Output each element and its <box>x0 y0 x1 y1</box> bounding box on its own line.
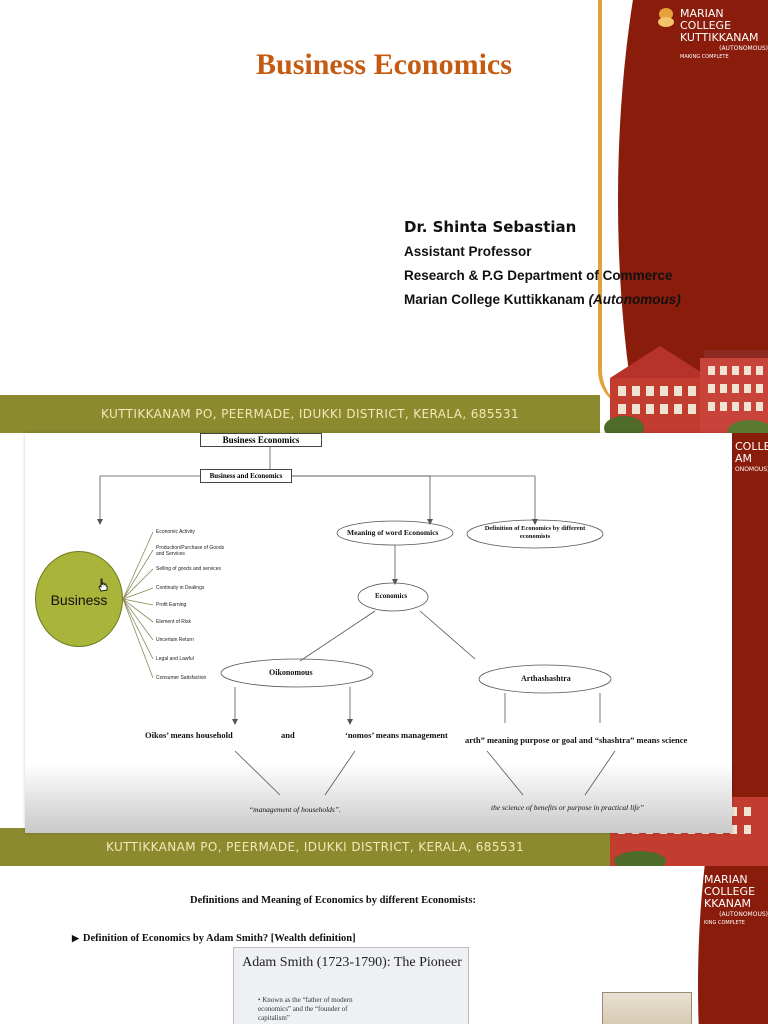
author-name: Dr. Shinta Sebastian <box>404 218 577 236</box>
science-text: the science of benefits or purpose in pr… <box>491 803 644 812</box>
logo3-line1: MARIAN COLLEGE <box>704 873 756 898</box>
business-item-9: Consumer Satisfaction <box>156 675 207 681</box>
author-college: Marian College Kuttikkanam (Autonomous) <box>404 292 681 307</box>
maroon-side-band-3 <box>698 866 768 1024</box>
college-building-image <box>604 346 768 433</box>
card-title: Adam Smith (1723-1790): The Pioneer <box>242 955 462 970</box>
business-item-1: Economic Activity <box>156 529 195 535</box>
bullet-triangle-icon: ▶ <box>72 933 79 943</box>
author-dept: Research & P.G Department of Commerce <box>404 268 673 283</box>
author-role: Assistant Professor <box>404 244 532 259</box>
business-item-4: Continuity in Dealings <box>156 585 205 591</box>
address-footer: KUTTIKKANAM PO, PEERMADE, IDUKKI DISTRIC… <box>0 395 600 433</box>
author-college-name: Marian College Kuttikkanam <box>404 292 585 307</box>
gold-curve <box>598 0 638 410</box>
college-logo-3: MARIAN COLLEGE KKANAM (AUTONOMOUS) KING … <box>704 874 768 928</box>
logo-line1: MARIAN COLLEGE <box>680 7 732 32</box>
college-logo-icon <box>657 6 675 28</box>
adam-smith-bullet: ▶Definition of Economics by Adam Smith? … <box>72 933 356 944</box>
adam-smith-card: Adam Smith (1723-1790): The Pioneer • Kn… <box>233 947 692 1024</box>
diagram-connectors <box>97 447 616 796</box>
logo-line3: (AUTONOMOUS) <box>719 45 768 52</box>
business-and-economics-box: Business and Economics <box>200 469 292 483</box>
management-text: “management of households”. <box>249 805 341 814</box>
business-item-8: Legal and Lawful <box>156 656 194 662</box>
logo3-line4: KING COMPLETE <box>704 920 745 926</box>
arthashastra-oval-label: Arthashashtra <box>521 674 571 683</box>
meaning-oval-label: Meaning of word Economics <box>347 528 439 537</box>
oikonomous-oval-label: Oikonomous <box>269 668 313 677</box>
business-circle: Business <box>35 551 123 647</box>
logo3-line2: KKANAM <box>704 897 752 910</box>
title-slide: MARIAN COLLEGE KUTTIKKANAM (AUTONOMOUS) … <box>0 0 768 433</box>
hand-cursor-icon <box>98 578 108 592</box>
business-economics-box: Business Economics <box>200 433 322 447</box>
business-item-3: Selling of goods and services <box>156 566 222 572</box>
economics-oval-label: Economics <box>375 592 408 600</box>
logo2-line3: ONOMOUS) <box>735 466 768 473</box>
business-item-6: Element of Risk <box>156 619 192 625</box>
logo2-line1: COLLEGE <box>735 440 768 453</box>
oikos-text: Oikos’ means household <box>145 730 233 740</box>
logo-line4: MAKING COMPLETE <box>680 54 729 60</box>
logo2-line2: AM <box>735 452 753 465</box>
college-logo: MARIAN COLLEGE KUTTIKKANAM (AUTONOMOUS) … <box>680 8 768 62</box>
diagram-fade <box>25 763 732 833</box>
arth-text: arth” meaning purpose or goal and “shash… <box>465 735 688 745</box>
college-logo-2: COLLEGE AM ONOMOUS) <box>735 441 768 474</box>
definitions-title: Definitions and Meaning of Economics by … <box>190 895 476 906</box>
author-block: Dr. Shinta Sebastian Assistant Professor… <box>404 218 681 316</box>
business-item-2: Production/Purchase of Goods and Service… <box>156 545 225 557</box>
concept-map-diagram: Business Economics Business and Economic… <box>25 433 732 833</box>
address-footer-2: KUTTIKKANAM PO, PEERMADE, IDUKKI DISTRIC… <box>0 828 610 866</box>
logo3-line3: (AUTONOMOUS) <box>719 911 768 918</box>
logo-line2: KUTTIKKANAM <box>680 31 759 44</box>
adam-smith-portrait <box>602 992 692 1024</box>
adam-smith-bullet-text: Definition of Economics by Adam Smith? [… <box>82 933 356 944</box>
slide-title: Business Economics <box>256 48 512 81</box>
business-item-7: Uncertain Return <box>156 637 194 643</box>
definition-oval-label: Definition of Economics by different eco… <box>484 525 586 540</box>
card-body: • Known as the “father of modern economi… <box>258 996 353 1022</box>
and-text: and <box>281 730 295 740</box>
maroon-side-band-2 <box>728 433 768 866</box>
card-body-text: Known as the “father of modern economics… <box>258 996 353 1022</box>
author-college-suffix: (Autonomous) <box>588 292 681 307</box>
business-item-5: Profit Earning <box>156 602 187 608</box>
nomos-text: ‘nomos’ means management <box>345 730 448 740</box>
